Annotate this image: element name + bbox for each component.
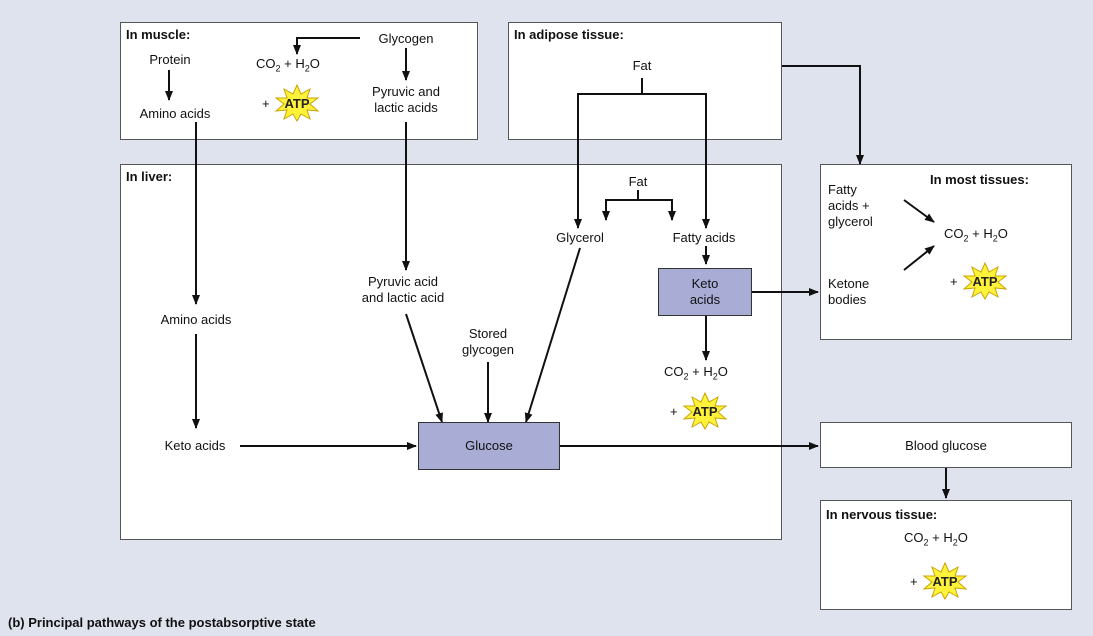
atp-star-icon: [274, 84, 320, 122]
muscle-amino-label: Amino acids: [139, 106, 211, 121]
keto-acids-process-box: Keto acids: [658, 268, 752, 316]
most-tissues-title: In most tissues:: [930, 172, 1029, 187]
glucose-process-box: Glucose: [418, 422, 560, 470]
arrow-liverfat-glycerol: [602, 190, 639, 221]
figure-caption: (b) Principal pathways of the postabsorp…: [8, 615, 316, 630]
arrow-ketone-co2: [903, 245, 935, 271]
atp-text: ATP: [284, 95, 310, 111]
arrow-glycerol-glucose: [524, 247, 581, 423]
liver-fat-label: Fat: [628, 174, 648, 189]
arrow-liverfat-fatty: [638, 199, 676, 221]
liver-atp-star: ATP: [682, 392, 728, 430]
arrow-fat-to-fatty: [642, 93, 710, 229]
liver-box: [120, 164, 782, 540]
most-tissues-box: [820, 164, 1072, 340]
most-co2-h2o: CO2 + H2O: [944, 226, 1008, 244]
muscle-atp-star: ATP: [274, 84, 320, 122]
blood-glucose-label: Blood glucose: [905, 438, 987, 453]
glycerol-label: Glycerol: [556, 230, 604, 245]
liver-title: In liver:: [126, 169, 173, 184]
nervous-tissue-title: In nervous tissue:: [826, 507, 938, 522]
adipose-box: [508, 22, 782, 140]
keto-acids-label: Keto acids: [164, 438, 226, 453]
arrow-fat-branch: [574, 78, 643, 229]
liver-amino-label: Amino acids: [160, 312, 232, 327]
arrow-adipose-to-most: [782, 65, 864, 165]
muscle-title: In muscle:: [126, 27, 191, 42]
liver-pyruvic-label: Pyruvic acid and lactic acid: [361, 274, 445, 305]
nervous-co2-h2o: CO2 + H2O: [904, 530, 968, 548]
atp-star-icon: [682, 392, 728, 430]
protein-label: Protein: [149, 52, 191, 67]
atp-star-icon: [922, 562, 968, 600]
liver-plus: +: [670, 404, 678, 419]
adipose-fat-label: Fat: [632, 58, 652, 73]
muscle-co2-h2o: CO2 + H2O: [256, 56, 320, 74]
blood-glucose-box: [820, 422, 1072, 468]
stored-glycogen-label: Stored glycogen: [461, 326, 515, 357]
atp-text: ATP: [972, 273, 998, 289]
atp-star-icon: [962, 262, 1008, 300]
ketone-bodies-label: Ketone bodies: [828, 276, 870, 307]
fatty-acids-label: Fatty acids: [672, 230, 736, 245]
atp-text: ATP: [692, 403, 718, 419]
arrow-glycogen-co2: [293, 37, 360, 55]
muscle-box: [120, 22, 478, 140]
liver-co2-h2o: CO2 + H2O: [664, 364, 728, 382]
fatty-glycerol-label: Fatty acids + glycerol: [828, 182, 873, 229]
atp-text: ATP: [932, 573, 958, 589]
arrow-pyruvic-glucose: [405, 313, 443, 423]
arrow-fatty-co2: [903, 199, 935, 223]
most-plus: +: [950, 274, 958, 289]
glycogen-label: Glycogen: [378, 31, 434, 46]
muscle-plus: +: [262, 96, 270, 111]
nervous-plus: +: [910, 574, 918, 589]
nervous-atp-star: ATP: [922, 562, 968, 600]
most-atp-star: ATP: [962, 262, 1008, 300]
adipose-title: In adipose tissue:: [514, 27, 624, 42]
muscle-pyruvic-label: Pyruvic and lactic acids: [372, 84, 440, 115]
